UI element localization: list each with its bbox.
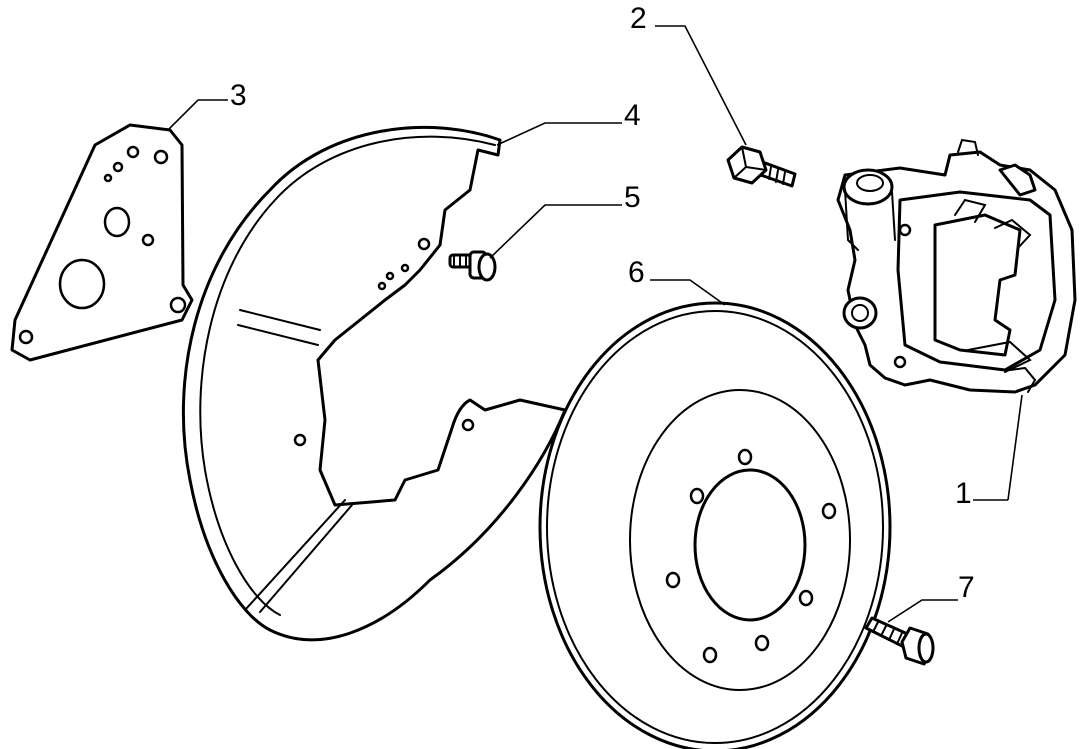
leader-1	[973, 394, 1023, 501]
leader-5	[489, 204, 622, 259]
leader-6	[650, 279, 726, 306]
callout-3: 3	[230, 79, 247, 112]
callout-labels: 1 2 3 4 5 6 7	[230, 2, 975, 604]
leader-4	[496, 122, 622, 146]
callout-7: 7	[958, 571, 975, 604]
callout-4: 4	[624, 99, 641, 132]
dust-shield	[181, 125, 567, 642]
caliper-mounting-bolt	[864, 616, 935, 666]
callout-2: 2	[630, 2, 647, 35]
mounting-bracket-plate	[10, 123, 194, 362]
callout-5: 5	[624, 181, 641, 214]
brake-caliper	[836, 138, 1077, 394]
leader-lines	[167, 25, 1023, 623]
callout-6: 6	[628, 256, 645, 289]
leader-3	[167, 99, 228, 131]
leader-7	[887, 599, 958, 623]
callout-1: 1	[955, 477, 972, 510]
leader-2	[655, 25, 747, 146]
brake-disc	[538, 301, 892, 749]
caliper-bolt	[726, 145, 797, 188]
shield-bolt	[448, 250, 497, 282]
